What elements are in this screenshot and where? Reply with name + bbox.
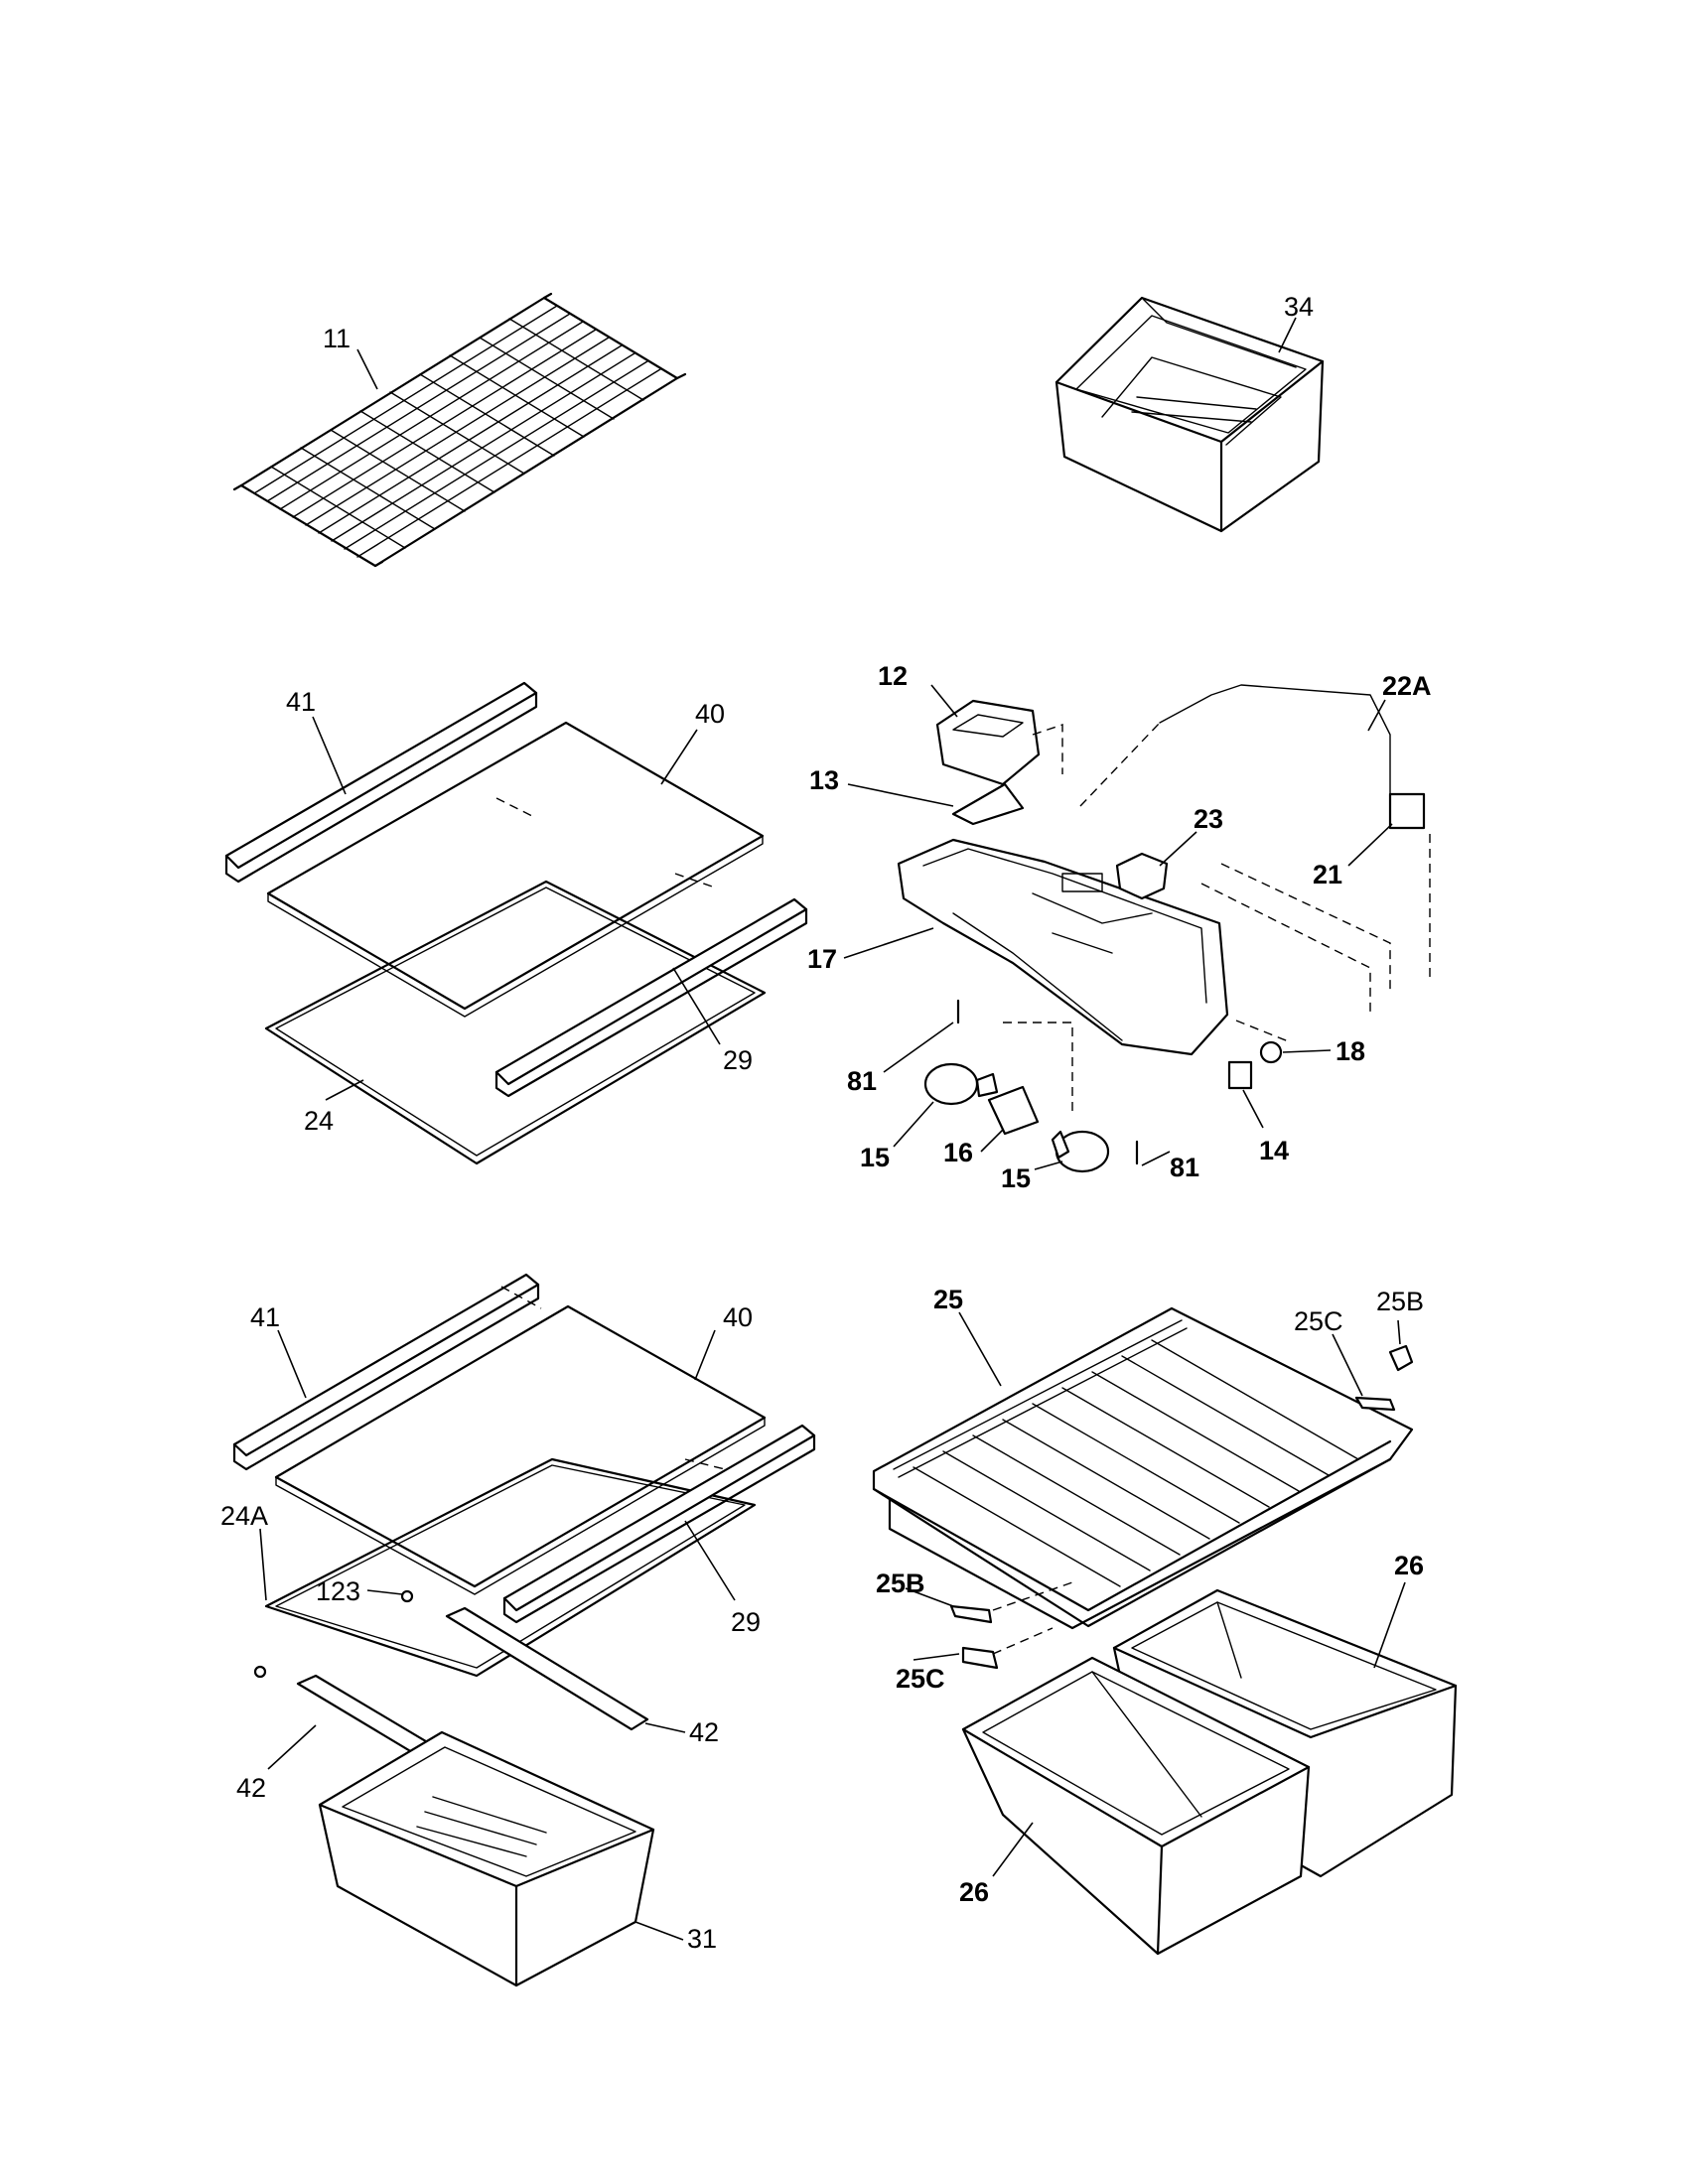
bin-part-34 — [1055, 296, 1325, 533]
callout-25c-top: 25C — [1294, 1306, 1343, 1336]
callout-23: 23 — [1194, 804, 1223, 834]
callout-26-left: 26 — [959, 1877, 989, 1907]
crisper-assembly — [872, 1306, 1458, 1956]
callout-25b-top: 25B — [1376, 1287, 1424, 1316]
callout-42-left: 42 — [236, 1773, 266, 1803]
callout-13: 13 — [809, 765, 839, 795]
callout-24a: 24A — [220, 1501, 268, 1531]
callout-17: 17 — [807, 944, 837, 974]
callout-34: 34 — [1284, 292, 1314, 322]
callout-11: 11 — [323, 324, 351, 353]
callout-81-left: 81 — [847, 1066, 877, 1096]
callout-41-bottom: 41 — [250, 1302, 280, 1332]
callout-24: 24 — [304, 1106, 334, 1136]
callout-29-bottom: 29 — [731, 1607, 761, 1637]
callout-40-bottom: 40 — [723, 1302, 753, 1332]
shelf-assembly-top — [224, 681, 808, 1165]
callout-26-right: 26 — [1394, 1551, 1424, 1580]
callout-40-top: 40 — [695, 699, 725, 729]
callout-81-right: 81 — [1170, 1153, 1199, 1182]
callout-21: 21 — [1313, 860, 1342, 889]
callout-16: 16 — [943, 1138, 973, 1167]
callout-15-right: 15 — [1001, 1163, 1031, 1193]
callout-41-top: 41 — [286, 687, 316, 717]
callout-29-top: 29 — [723, 1045, 753, 1075]
callout-25c-bottom: 25C — [896, 1664, 945, 1694]
callout-123: 123 — [316, 1576, 360, 1606]
callout-42-right: 42 — [689, 1717, 719, 1747]
callout-14: 14 — [1259, 1136, 1289, 1165]
callout-25: 25 — [933, 1285, 963, 1314]
shelf-assembly-bottom — [232, 1273, 816, 1987]
callout-12: 12 — [878, 661, 908, 691]
callout-25b-bottom: 25B — [876, 1569, 925, 1598]
callout-15-left: 15 — [860, 1143, 890, 1172]
callout-18: 18 — [1336, 1036, 1365, 1066]
wire-shelf-part-11 — [232, 292, 687, 568]
callout-31: 31 — [687, 1924, 717, 1954]
callout-22a: 22A — [1382, 671, 1432, 701]
control-housing-assembly — [897, 684, 1431, 1173]
